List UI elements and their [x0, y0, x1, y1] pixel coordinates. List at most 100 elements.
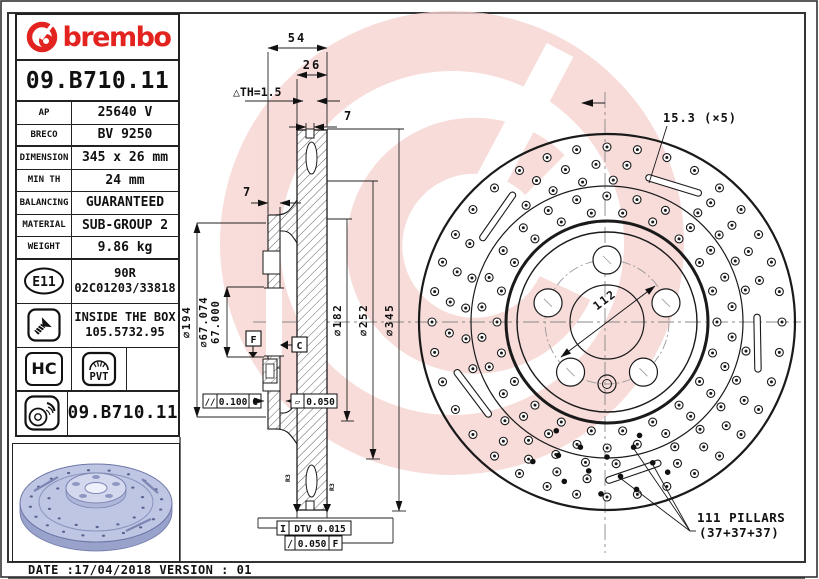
spec-value: SUB-GROUP 2	[81, 217, 169, 233]
svg-text:/: /	[287, 539, 293, 550]
homologation-line2: 02C01203/33818	[74, 281, 176, 295]
dim-7-hole-label: 7	[344, 109, 351, 123]
svg-text:PVT: PVT	[90, 371, 109, 383]
dia-182-label: ∅182	[331, 304, 344, 337]
spec-label: BALANCING	[17, 192, 72, 214]
section-arrow	[293, 504, 301, 513]
bolt-holes	[533, 245, 681, 387]
inside-the-box-row: INSIDE THE BOX 105.5732.95	[17, 303, 178, 348]
bore-opening	[266, 288, 282, 356]
disc-render-box	[12, 443, 180, 562]
face-view	[253, 92, 801, 553]
svg-text:DTV 0.015: DTV 0.015	[294, 524, 346, 535]
slot-dim-leader	[648, 125, 668, 184]
part-number-footer: 09.B710.11	[67, 403, 178, 424]
datum-c: C	[280, 336, 308, 353]
title-block: brembo 09.B710.11 AP 25640 V BRECO BV 92…	[15, 13, 180, 437]
spec-value: GUARANTEED	[85, 195, 165, 211]
badges-row: HC PVT	[17, 347, 178, 392]
pillar-leaders	[619, 448, 696, 532]
drill-hole-section-bottom	[305, 464, 318, 498]
vent-pillars	[530, 427, 671, 497]
homologation-line1: 90R	[114, 266, 136, 280]
dim-54-label: 54	[288, 31, 306, 45]
slot-dim-label: 15.3 (×5)	[663, 111, 737, 125]
brand-wordmark: brembo	[62, 21, 172, 53]
spec-value: 9.86 kg	[97, 239, 153, 255]
brand-header: brembo	[17, 15, 178, 61]
wear-groove-top	[305, 128, 315, 139]
band-section	[296, 129, 328, 511]
spec-label: DIMENSION	[17, 147, 72, 169]
part-number: 09.B710.11	[17, 61, 178, 102]
fcf-parallelism: // 0.100 C	[202, 393, 265, 409]
spec-value: 25640 V	[97, 105, 153, 121]
pillars-label-line2: (37+37+37)	[699, 525, 779, 540]
spec-value: 24 mm	[105, 172, 145, 188]
dim-26-label: 26	[303, 58, 321, 72]
cross-drilled-holes	[427, 142, 787, 502]
inside-the-box-line1: INSIDE THE BOX	[74, 310, 176, 324]
svg-text:0.050: 0.050	[298, 539, 327, 550]
friction-band-inner-circle	[504, 219, 710, 425]
spec-value: 345 x 26 mm	[81, 150, 169, 166]
brembo-logo-icon	[26, 21, 57, 53]
spec-row-weight: WEIGHT 9.86 kg	[17, 237, 178, 260]
locating-pin-hole	[597, 374, 617, 394]
spec-label: MATERIAL	[17, 214, 72, 236]
radius-label: R3	[328, 483, 336, 491]
hc-badge: HC	[25, 351, 63, 386]
spec-row-material: MATERIAL SUB-GROUP 2	[17, 214, 178, 237]
rotation-direction-arrow	[581, 99, 605, 107]
svg-text:▱: ▱	[295, 398, 301, 408]
outer-diameter-circle	[417, 132, 797, 512]
spec-row-breco: BRECO BV 9250	[17, 124, 178, 147]
spec-row-minth: MIN TH 24 mm	[17, 169, 178, 192]
svg-text:E11: E11	[32, 275, 56, 290]
fcf-flatness: ▱ 0.050	[285, 393, 338, 409]
svg-text://: //	[205, 398, 216, 408]
drawing-border	[7, 12, 806, 563]
svg-text:F: F	[333, 539, 339, 550]
spec-label: MIN TH	[17, 169, 72, 191]
pillars-label-line1: 111 PILLARS	[697, 510, 785, 525]
hc-badge-label: HC	[31, 359, 57, 378]
fcf-dtv: I DTV 0.015	[276, 520, 352, 536]
dim-th-label: △TH=1.5	[233, 85, 282, 99]
footer-part-row: 09.B710.11	[17, 391, 178, 435]
disc-3d-render	[19, 463, 173, 552]
dia-345-label: ∅345	[383, 304, 396, 337]
section-view	[262, 128, 328, 511]
screw-icon	[27, 308, 61, 342]
date-version-text: DATE :17/04/2018 VERSION : 01	[28, 563, 253, 577]
spec-label: WEIGHT	[17, 237, 72, 258]
section-arrow	[323, 504, 331, 513]
homologation-row: E11 90R 02C01203/33818	[17, 259, 178, 304]
spec-row-dimension: DIMENSION 345 x 26 mm	[17, 147, 178, 170]
datum-f: F	[245, 330, 262, 358]
e11-badge-icon: E11	[24, 267, 64, 295]
dim-7-wall-label: 7	[243, 185, 250, 199]
inside-the-box-line2: 105.5732.95	[85, 325, 165, 339]
spec-label: BRECO	[17, 124, 72, 145]
coated-disc-icon	[24, 395, 60, 431]
date-bar: DATE :17/04/2018 VERSION : 01	[8, 562, 806, 578]
svg-text:F: F	[250, 335, 256, 346]
svg-text:I: I	[280, 524, 286, 535]
svg-text:C: C	[252, 397, 258, 408]
svg-text:C: C	[296, 341, 302, 352]
svg-text:0.100: 0.100	[219, 397, 248, 408]
hat-outer-circle	[516, 231, 698, 413]
pcd-dimension	[560, 285, 656, 358]
bolt-hole-section	[262, 250, 281, 275]
drill-hole-section-top	[305, 141, 318, 175]
svg-text:0.050: 0.050	[306, 397, 335, 408]
spec-label: AP	[17, 102, 72, 124]
dia-bore-lo-label: 67.000	[210, 300, 222, 344]
spec-value: BV 9250	[97, 127, 153, 143]
spec-row-balancing: BALANCING GUARANTEED	[17, 192, 178, 215]
pvt-icon: PVT	[81, 351, 117, 386]
